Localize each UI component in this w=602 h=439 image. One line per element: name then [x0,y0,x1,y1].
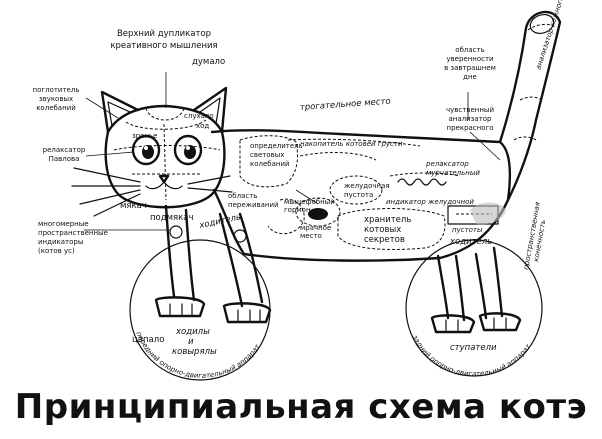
label-detector-3: колебаний [250,160,290,168]
label-hodily-1: ходилы [175,327,210,337]
label-stomach-void-2: пустота [344,191,373,199]
label-upper-duplicator-1: Верхний дупликатор [117,29,211,39]
label-rear-motor: задний опорно-двигательный аппарат [411,334,533,378]
label-myakach: мякач [120,201,147,211]
cat-body [210,10,562,262]
label-tail-analyzer: анализатор кожного пустотья [534,0,576,71]
label-confidence-1: область [455,46,484,54]
label-fullness: индикатор желудочной [386,198,474,206]
cat-head [71,86,233,217]
label-experience-2: переживаний [228,201,279,209]
label-confidence-4: дне [463,73,477,81]
label-multi-ind-3: индикаторы [38,238,83,246]
label-walker-back: ходитель [449,237,492,247]
label-touching-place: трогательное место [300,97,391,113]
label-zrenie: зренье [132,132,157,140]
label-relaxer-1: релаксатор [425,160,469,168]
label-upper-duplicator-2: креативного мышления [110,41,217,51]
front-legs [129,204,272,381]
label-sound-absorber-2: звуковых [39,95,73,103]
label-dark-place-2: место [300,232,322,240]
label-stomach-void-1: желудочная [344,182,390,190]
label-multi-ind-4: (котов ус) [38,247,75,255]
label-sadness-store: накопитель котовей грусти [300,140,403,148]
label-secret-keeper-1: хранитель [364,215,411,225]
label-fullness-2: пустоты [452,226,483,234]
label-detector-1: определитель [250,142,303,150]
label-hod: ход [196,122,209,130]
label-dumalo: думало [192,57,225,67]
label-sound-absorber-3: колебаний [36,104,76,112]
label-relaxer-2: мурчательный [426,169,480,177]
label-beauty-1: чувственный [446,106,494,114]
label-experience-1: область [228,192,257,200]
leader-lines [84,72,501,231]
label-multi-ind-2: пространственные [38,229,108,237]
label-tsyaplo: цапало [132,335,164,345]
label-hodily-2: и [188,337,194,347]
label-mouse-hormone-2: гормон [284,206,311,214]
labels: Верхний дупликатор креативного мышления … [33,0,577,357]
label-secret-keeper-2: котовых [364,225,401,235]
label-stupateli: ступатели [450,343,497,353]
label-confidence-2: уверенности [446,55,493,63]
label-beauty-2: анализатор [449,115,493,123]
label-pavlov-2: Павлова [49,155,80,163]
label-podmyakach: подмякач [150,213,194,223]
diagram-title: Принципиальная схема котэ [15,387,587,427]
label-detector-2: световых [250,151,284,159]
label-secret-keeper-3: секретов [364,235,405,245]
label-beauty-3: прекрасного [447,124,494,132]
label-hodily-3: ковырялы [172,347,217,357]
label-sound-absorber-1: поглотитель [33,86,80,94]
rear-legs [405,239,543,377]
label-sluhalo: слухало [184,112,214,120]
label-pavlov-1: релаксатор [43,146,86,154]
label-dark-place-1: мрачное [300,224,331,232]
label-confidence-3: в завтрашнем [444,64,496,72]
label-multi-ind-1: многомерные [38,220,89,228]
label-mouse-hormone-1: мышефобный [284,198,335,206]
